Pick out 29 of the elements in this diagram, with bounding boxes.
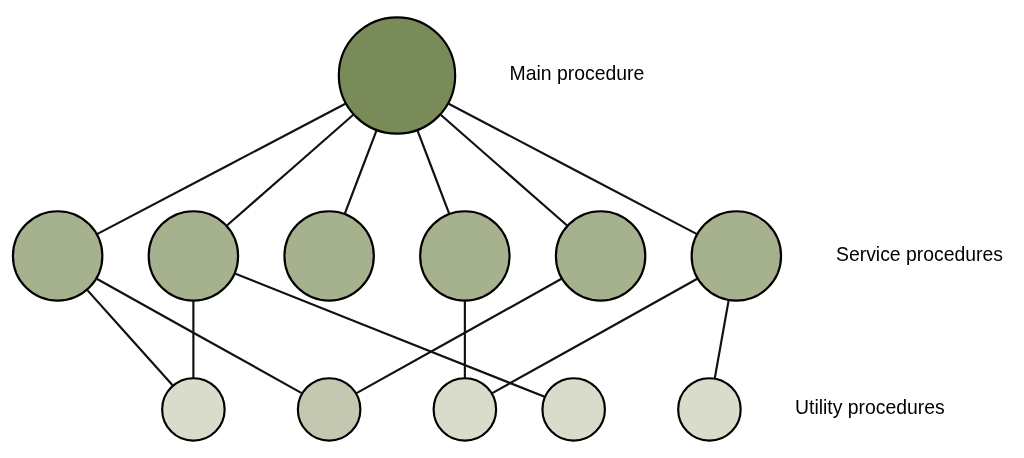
connector [234,272,546,398]
node-circle [541,377,606,442]
connector [447,102,698,236]
node-circle [147,210,240,302]
connector [86,289,174,387]
label: Utility procedures [795,396,945,419]
label: Main procedure [509,62,645,85]
connector [416,129,451,215]
node-circle [677,377,742,442]
label: Service procedures [836,242,1003,265]
node-circle [554,210,647,302]
connector [355,277,563,395]
node-circle [161,377,226,442]
connector [439,114,569,227]
node-circle [296,377,362,442]
connector [713,300,730,379]
node-circle [690,210,783,302]
connector [95,277,303,395]
node-circle [432,377,498,442]
connector [96,102,347,236]
node-circle [419,210,511,302]
node-circle [337,16,457,135]
connector [225,114,354,227]
connector [491,277,699,395]
node-circle [283,210,375,302]
connector [343,129,378,215]
node-circle [11,210,104,302]
connector [192,300,195,379]
connector [463,300,466,379]
